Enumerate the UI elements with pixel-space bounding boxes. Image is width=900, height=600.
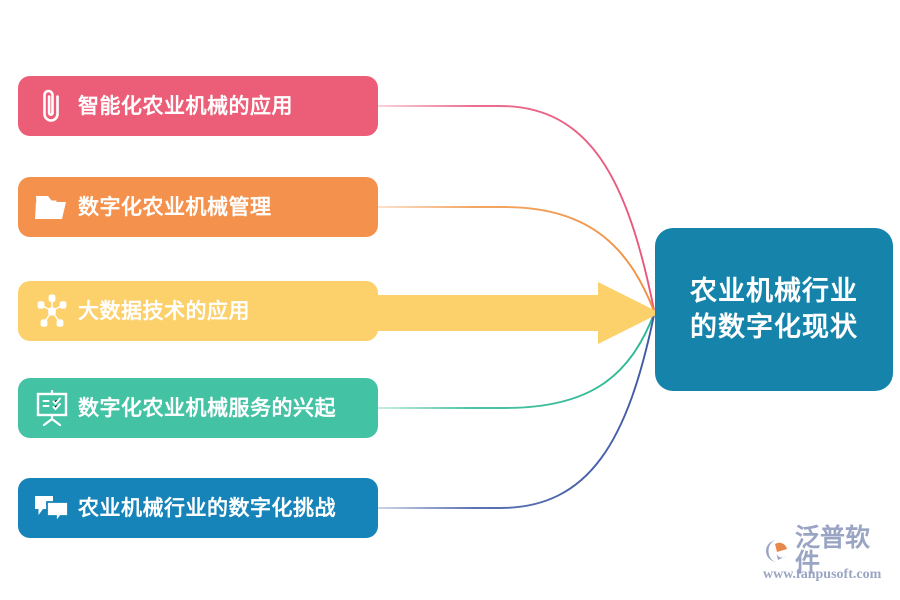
big-right-arrow <box>370 282 660 344</box>
item-box-5[interactable]: 农业机械行业的数字化挑战 <box>18 478 378 538</box>
watermark-url: www.fanpusoft.com <box>763 567 882 582</box>
network-nodes-icon <box>32 290 72 332</box>
presentation-board-icon <box>32 387 72 429</box>
main-result-label: 农业机械行业 的数字化现状 <box>690 275 858 342</box>
item-box-2[interactable]: 数字化农业机械管理 <box>18 177 378 237</box>
connector-curve-5 <box>377 314 655 509</box>
item-label-1: 智能化农业机械的应用 <box>78 93 293 118</box>
speech-bubbles-icon <box>32 487 72 529</box>
item-label-2: 数字化农业机械管理 <box>78 194 272 219</box>
watermark-logo: 泛普软件 www.fanpusoft.com <box>762 526 894 588</box>
main-result-box[interactable]: 农业机械行业 的数字化现状 <box>655 228 893 391</box>
fanpu-logo-icon <box>762 537 792 565</box>
item-box-4[interactable]: 数字化农业机械服务的兴起 <box>18 378 378 438</box>
paperclip-icon <box>32 85 72 127</box>
connector-curve-2 <box>377 206 655 312</box>
watermark-brand: 泛普软件 <box>795 525 871 577</box>
item-box-3[interactable]: 大数据技术的应用 <box>18 281 378 341</box>
connector-curve-1 <box>377 105 655 311</box>
folder-icon <box>32 186 72 228</box>
item-box-1[interactable]: 智能化农业机械的应用 <box>18 76 378 136</box>
connector-curve-4 <box>377 313 655 409</box>
item-label-5: 农业机械行业的数字化挑战 <box>78 495 336 520</box>
item-label-3: 大数据技术的应用 <box>78 298 250 323</box>
item-label-4: 数字化农业机械服务的兴起 <box>78 395 336 420</box>
